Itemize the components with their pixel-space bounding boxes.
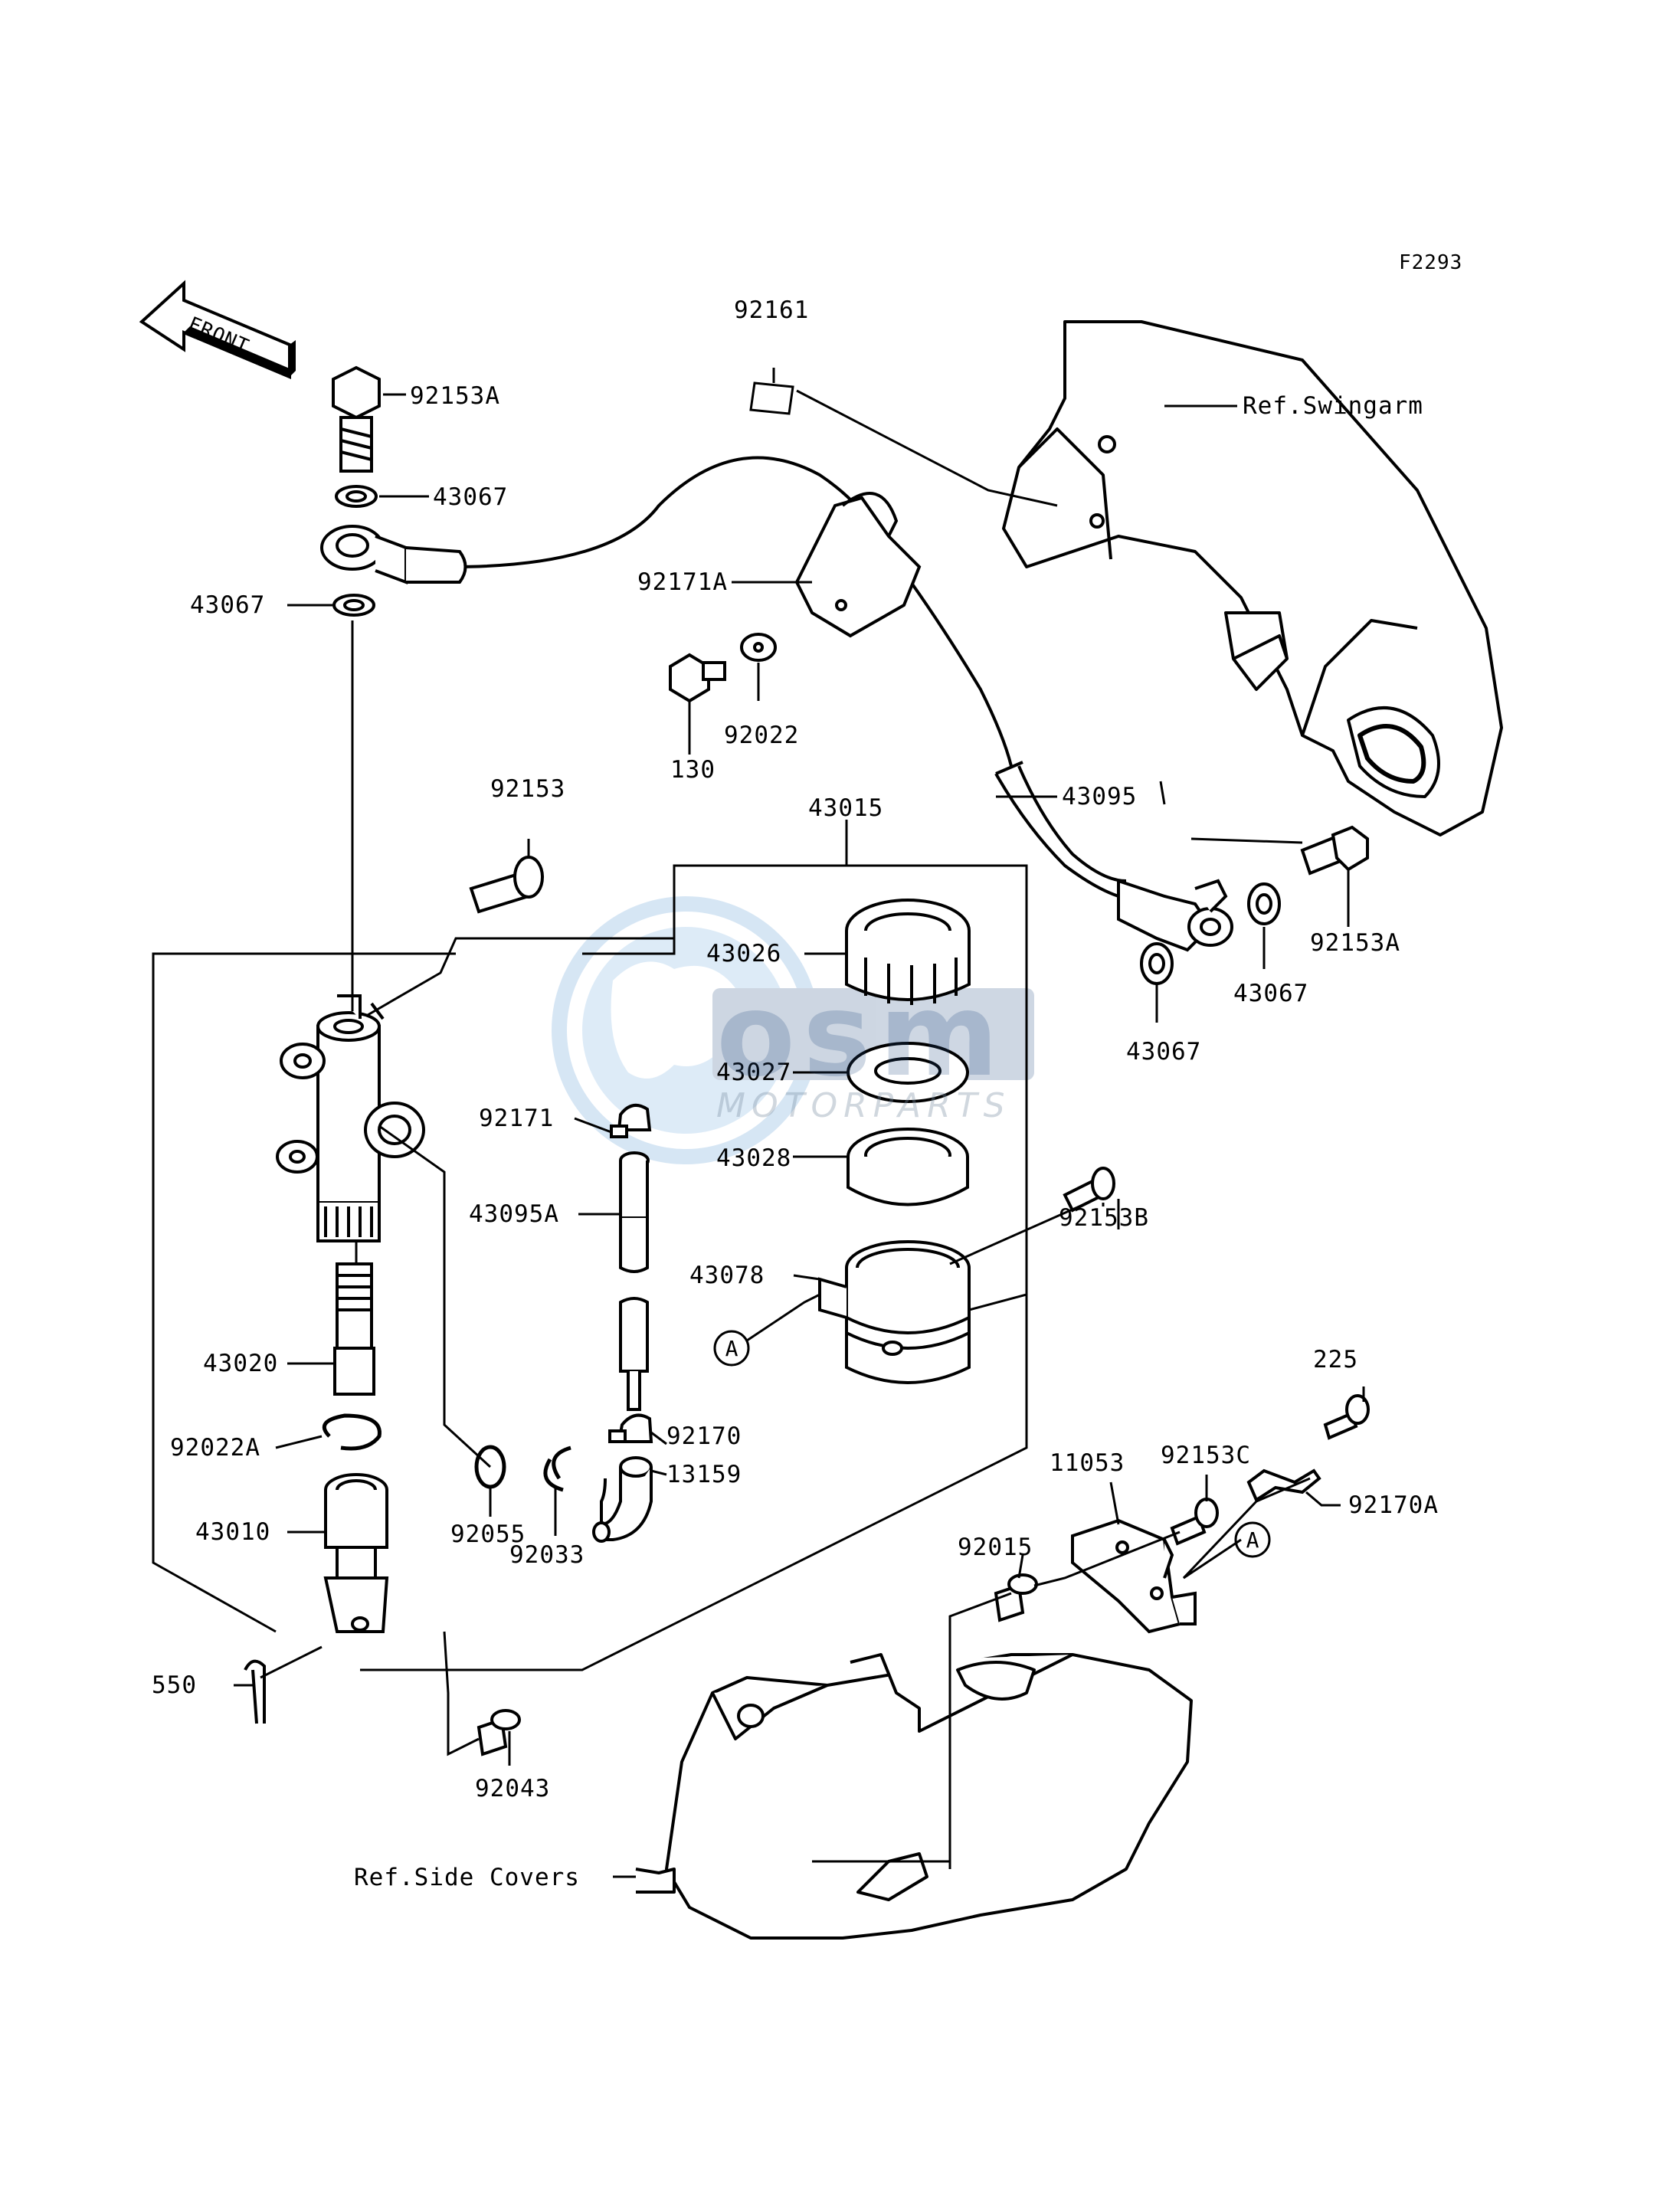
part-label-92153C: 92153C bbox=[1161, 1442, 1251, 1469]
bracket-11053 bbox=[1071, 1518, 1197, 1634]
collar-92015 bbox=[994, 1573, 1038, 1622]
banjo-fitting-right bbox=[1117, 879, 1233, 952]
part-label-92170A: 92170A bbox=[1348, 1491, 1439, 1519]
part-label-92055: 92055 bbox=[450, 1521, 526, 1548]
elbow-13159 bbox=[592, 1456, 653, 1543]
part-label-43095: 43095 bbox=[1062, 783, 1138, 810]
part-label-92022A: 92022A bbox=[170, 1434, 260, 1462]
diaphragm-plate-43027 bbox=[847, 1042, 969, 1103]
bolt-92153B bbox=[1063, 1167, 1115, 1213]
part-label-43020: 43020 bbox=[203, 1350, 279, 1377]
banjo-fitting-top bbox=[320, 525, 467, 584]
washers-43067-right bbox=[1140, 882, 1281, 985]
bolt-92153C bbox=[1170, 1498, 1219, 1546]
leader-lines bbox=[152, 368, 1365, 1878]
clamp-92171 bbox=[610, 1103, 652, 1138]
watermark-sub: MOTORPARTS bbox=[716, 1086, 1011, 1125]
figure-code: F2293 bbox=[1399, 251, 1463, 274]
washers-43067-top bbox=[332, 485, 378, 617]
part-label-43095A: 43095A bbox=[469, 1200, 559, 1228]
part-label-43027: 43027 bbox=[716, 1059, 792, 1086]
svg-text:A: A bbox=[1246, 1527, 1259, 1553]
callout-a-right-icon: A bbox=[1234, 1521, 1271, 1558]
bolt-92153 bbox=[469, 856, 544, 914]
swingarm-drawing bbox=[1002, 320, 1503, 836]
diaphragm-43028 bbox=[847, 1128, 969, 1206]
part-label-92153A-right: 92153A bbox=[1310, 929, 1400, 957]
hoses bbox=[451, 456, 1127, 898]
master-cylinder-body bbox=[276, 994, 425, 1242]
label-sticker bbox=[749, 381, 794, 415]
part-label-550: 550 bbox=[152, 1671, 197, 1699]
reservoir-43078 bbox=[818, 1240, 971, 1384]
part-label-43010: 43010 bbox=[195, 1518, 271, 1546]
clamp-92170A bbox=[1246, 1468, 1321, 1502]
banjo-bolt-right bbox=[1300, 825, 1369, 876]
part-label-43067-a: 43067 bbox=[433, 483, 509, 511]
bolt-225 bbox=[1323, 1394, 1370, 1440]
ref-side-covers: Ref.Side Covers bbox=[354, 1864, 580, 1891]
front-arrow-icon bbox=[139, 280, 296, 380]
part-label-92153: 92153 bbox=[490, 775, 566, 803]
side-cover-drawing bbox=[635, 1653, 1193, 1940]
clamp-92170 bbox=[608, 1413, 653, 1443]
reservoir-cap-43026 bbox=[845, 899, 971, 1005]
part-label-92171A: 92171A bbox=[637, 568, 728, 596]
part-label-130: 130 bbox=[670, 756, 716, 784]
callout-a-left-icon: A bbox=[713, 1330, 750, 1367]
part-label-43078: 43078 bbox=[689, 1262, 765, 1289]
part-label-92153B: 92153B bbox=[1059, 1204, 1149, 1232]
piston-43020 bbox=[333, 1262, 375, 1396]
part-label-43067-b: 43067 bbox=[190, 591, 266, 619]
circlip-92033 bbox=[543, 1445, 571, 1492]
part-label-92033: 92033 bbox=[509, 1541, 585, 1569]
part-label-43028: 43028 bbox=[716, 1144, 792, 1172]
bolt-130 bbox=[669, 653, 726, 703]
pin-92043 bbox=[476, 1709, 521, 1756]
part-label-43015: 43015 bbox=[808, 794, 884, 822]
part-label-92022: 92022 bbox=[724, 722, 800, 749]
banjo-bolt-top bbox=[332, 365, 381, 473]
push-rod-43010 bbox=[323, 1473, 389, 1633]
reservoir-hose-43095A bbox=[619, 1151, 650, 1411]
svg-text:A: A bbox=[725, 1336, 738, 1361]
part-label-43067-d: 43067 bbox=[1126, 1038, 1202, 1066]
washer-92022 bbox=[740, 633, 777, 662]
part-label-225: 225 bbox=[1313, 1346, 1358, 1373]
part-label-43026: 43026 bbox=[706, 940, 782, 967]
part-label-92043: 92043 bbox=[475, 1775, 551, 1802]
cotter-pin-550 bbox=[244, 1659, 266, 1724]
circlip-92022A bbox=[322, 1413, 382, 1451]
part-label-13159: 13159 bbox=[666, 1461, 742, 1488]
part-label-92015: 92015 bbox=[958, 1534, 1033, 1561]
part-label-92161: 92161 bbox=[734, 296, 810, 324]
ref-swingarm: Ref.Swingarm bbox=[1243, 392, 1423, 420]
watermark-brand: osm bbox=[716, 969, 1007, 1102]
part-label-92153A-top: 92153A bbox=[410, 382, 500, 410]
hose-bracket bbox=[794, 492, 922, 638]
part-label-92170: 92170 bbox=[666, 1422, 742, 1450]
part-label-43067-c: 43067 bbox=[1233, 980, 1309, 1007]
part-label-92171: 92171 bbox=[479, 1105, 555, 1132]
part-label-11053: 11053 bbox=[1050, 1449, 1125, 1477]
